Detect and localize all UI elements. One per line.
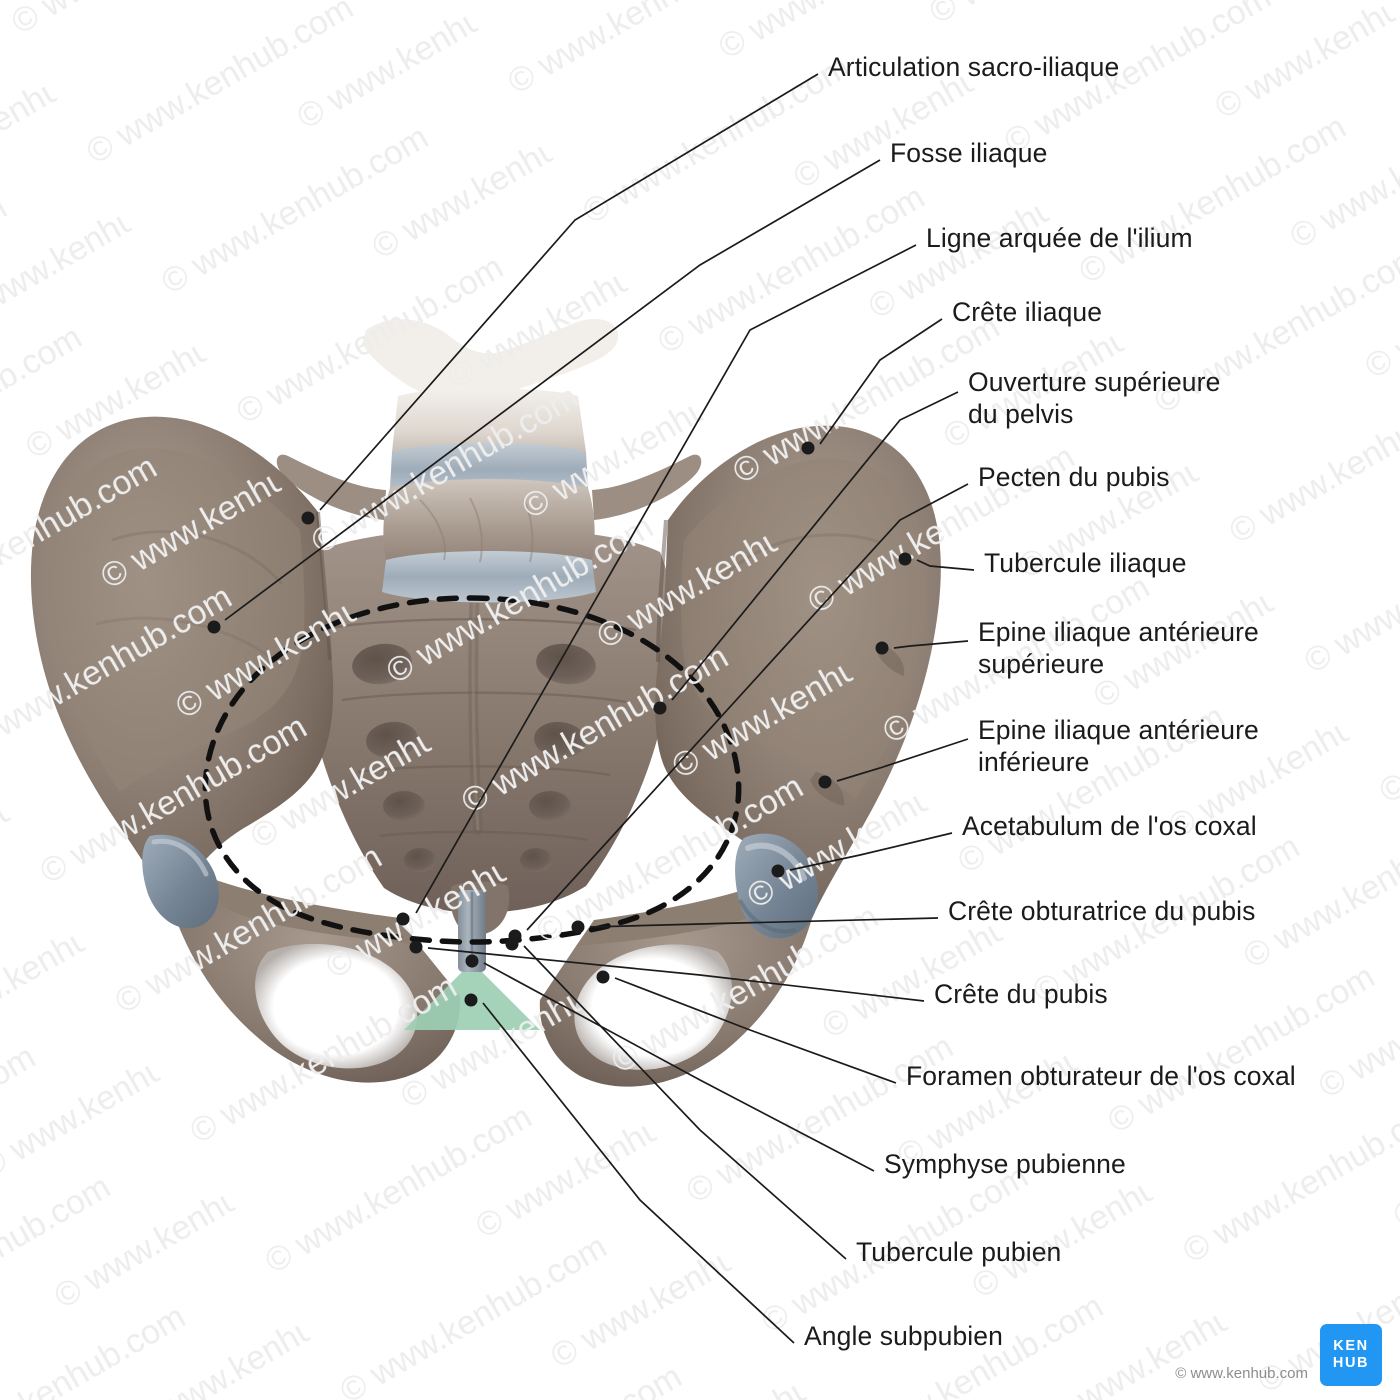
label-foramen-obturateur-de-l-os-coxal[interactable]: Foramen obturateur de l'os coxal [906,1061,1296,1091]
label-ligne-arquee-de-l-ilium[interactable]: Ligne arquée de l'ilium [926,223,1193,253]
label-epine-iliaque-anterieure-inferieure[interactable]: Epine iliaque antérieure inférieure [978,715,1259,778]
logo-line-2: HUB [1332,1355,1370,1371]
copyright-text: © www.kenhub.com [1175,1365,1308,1382]
label-crete-obturatrice-du-pubis[interactable]: Crête obturatrice du pubis [948,896,1256,926]
label-fosse-iliaque[interactable]: Fosse iliaque [890,138,1048,168]
label-acetabulum-de-l-os-coxal[interactable]: Acetabulum de l'os coxal [962,811,1257,841]
logo-line-1: KEN [1333,1338,1369,1355]
label-articulation-sacro-iliaque[interactable]: Articulation sacro-iliaque [828,52,1120,82]
kenhub-logo[interactable]: KEN HUB [1320,1324,1382,1386]
label-crete-du-pubis[interactable]: Crête du pubis [934,979,1108,1009]
label-tubercule-pubien[interactable]: Tubercule pubien [856,1237,1062,1267]
label-epine-iliaque-anterieure-superieure[interactable]: Epine iliaque antérieure supérieure [978,617,1259,680]
label-pecten-du-pubis[interactable]: Pecten du pubis [978,462,1170,492]
label-tubercule-iliaque[interactable]: Tubercule iliaque [984,548,1187,578]
label-ouverture-superieure-du-pelvis[interactable]: Ouverture supérieure du pelvis [968,367,1221,430]
label-angle-subpubien[interactable]: Angle subpubien [804,1321,1003,1351]
label-symphyse-pubienne[interactable]: Symphyse pubienne [884,1149,1126,1179]
label-crete-iliaque[interactable]: Crête iliaque [952,297,1103,327]
